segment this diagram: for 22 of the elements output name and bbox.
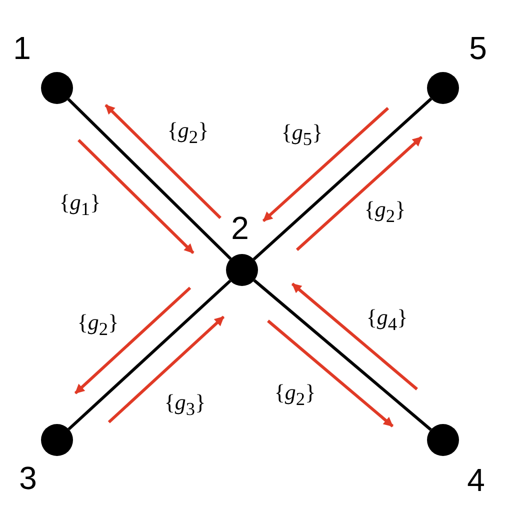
node-dot <box>427 72 459 104</box>
arrow <box>74 286 192 394</box>
node-dot <box>41 72 73 104</box>
node-dot <box>226 254 258 286</box>
connector-line <box>252 98 432 260</box>
arrow <box>104 104 222 219</box>
node-number: 1 <box>13 32 31 64</box>
arrow <box>108 316 225 424</box>
arrow <box>78 139 194 254</box>
node-number: 2 <box>231 212 249 244</box>
connector-line <box>253 279 432 431</box>
arrow <box>267 320 394 428</box>
arrow <box>291 282 418 390</box>
arrow <box>296 136 423 252</box>
connector-line <box>67 98 232 260</box>
node-dot <box>427 424 459 456</box>
node-number: 3 <box>19 462 37 494</box>
node-number: 4 <box>467 464 485 496</box>
connector-line <box>68 280 232 430</box>
node-dot <box>41 424 73 456</box>
node-number: 5 <box>469 32 487 64</box>
arrow <box>262 106 390 222</box>
